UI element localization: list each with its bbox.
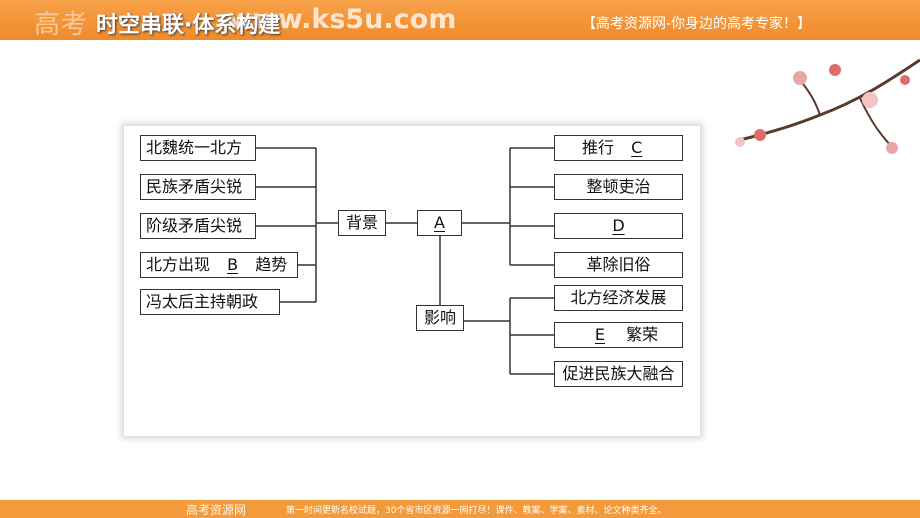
node-trend: 北方出现 B 趋势 [140,252,298,278]
node-empress-dowager-feng: 冯太后主持朝政 [140,289,280,315]
node-background-label: 背景 [338,210,386,236]
slide-title: 时空串联·体系构建 [96,13,281,38]
plum-blossom-decoration [735,58,920,154]
node-economic-development: 北方经济发展 [554,285,683,311]
node-class-conflict: 阶级矛盾尖锐 [140,213,256,239]
header-slogan: 【高考资源网-你身边的高考专家！】 [582,16,812,32]
node-rectify-officials: 整顿吏治 [554,174,683,200]
trend-suffix: 趋势 [255,255,288,274]
blank-b: B [227,255,239,274]
header-logo: 高考 [34,10,89,40]
blank-e: E [594,325,605,344]
measure-c-prefix: 推行 [582,138,615,157]
node-measure-d: D [554,213,683,239]
header-url: www.ks5u.com [228,4,457,35]
footer-bar: 高考资源网 第一时间更新名校试题，30个省市区资源一网打尽！课件、教案、学案、素… [0,500,920,518]
node-measure-c: 推行 C [554,135,683,161]
blank-c: C [631,138,643,157]
footer-logo: 高考资源网 [186,503,247,517]
blank-a: A [434,213,445,232]
blank-d: D [612,216,625,235]
influence-e-suffix: 繁荣 [626,325,659,344]
trend-prefix: 北方出现 [146,255,211,274]
footer-text: 第一时间更新名校试题，30个省市区资源一网打尽！课件、教案、学案、素材、论文种类… [286,506,667,516]
header-bar: 高考 www.ks5u.com 时空串联·体系构建 【高考资源网-你身边的高考专… [0,0,920,40]
node-influence-e: E 繁荣 [554,322,683,348]
node-center-a: A [417,210,462,236]
node-influence-label: 影响 [416,305,464,331]
node-ethnic-integration: 促进民族大融合 [554,361,683,387]
node-abolish-old-customs: 革除旧俗 [554,252,683,278]
node-northern-wei-unification: 北魏统一北方 [140,135,256,161]
node-ethnic-conflict: 民族矛盾尖锐 [140,174,256,200]
